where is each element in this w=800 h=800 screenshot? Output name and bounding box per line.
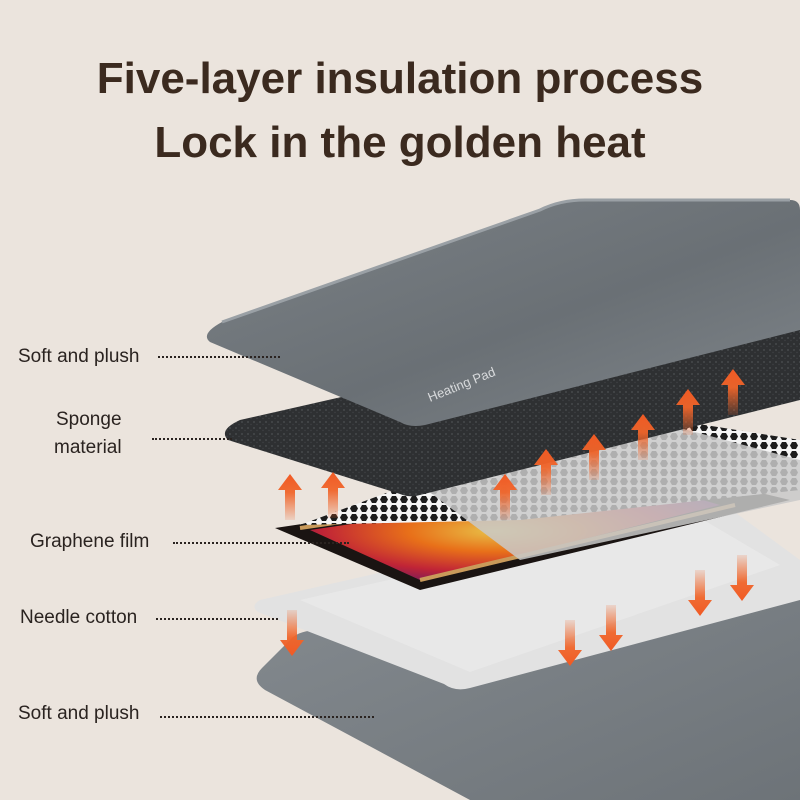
headline-line-1: Five-layer insulation process xyxy=(96,54,704,103)
label-graphene-film: Graphene film xyxy=(30,531,150,552)
top-plush-layer xyxy=(206,200,800,426)
label-sponge-line-1: Sponge xyxy=(56,409,122,430)
label-soft-plush-bottom: Soft and plush xyxy=(18,703,140,724)
leader-needle-cotton xyxy=(156,618,278,620)
leader-soft-plush-bottom xyxy=(160,716,374,718)
leader-graphene-film xyxy=(173,542,349,544)
leader-soft-plush-top xyxy=(158,356,280,358)
arrow-up-icon xyxy=(278,474,302,520)
headline-line-2: Lock in the golden heat xyxy=(154,118,646,167)
label-soft-plush-top: Soft and plush xyxy=(18,346,140,367)
label-sponge-line-2: material xyxy=(54,437,122,458)
label-needle-cotton: Needle cotton xyxy=(20,607,138,628)
leader-sponge xyxy=(152,438,232,440)
